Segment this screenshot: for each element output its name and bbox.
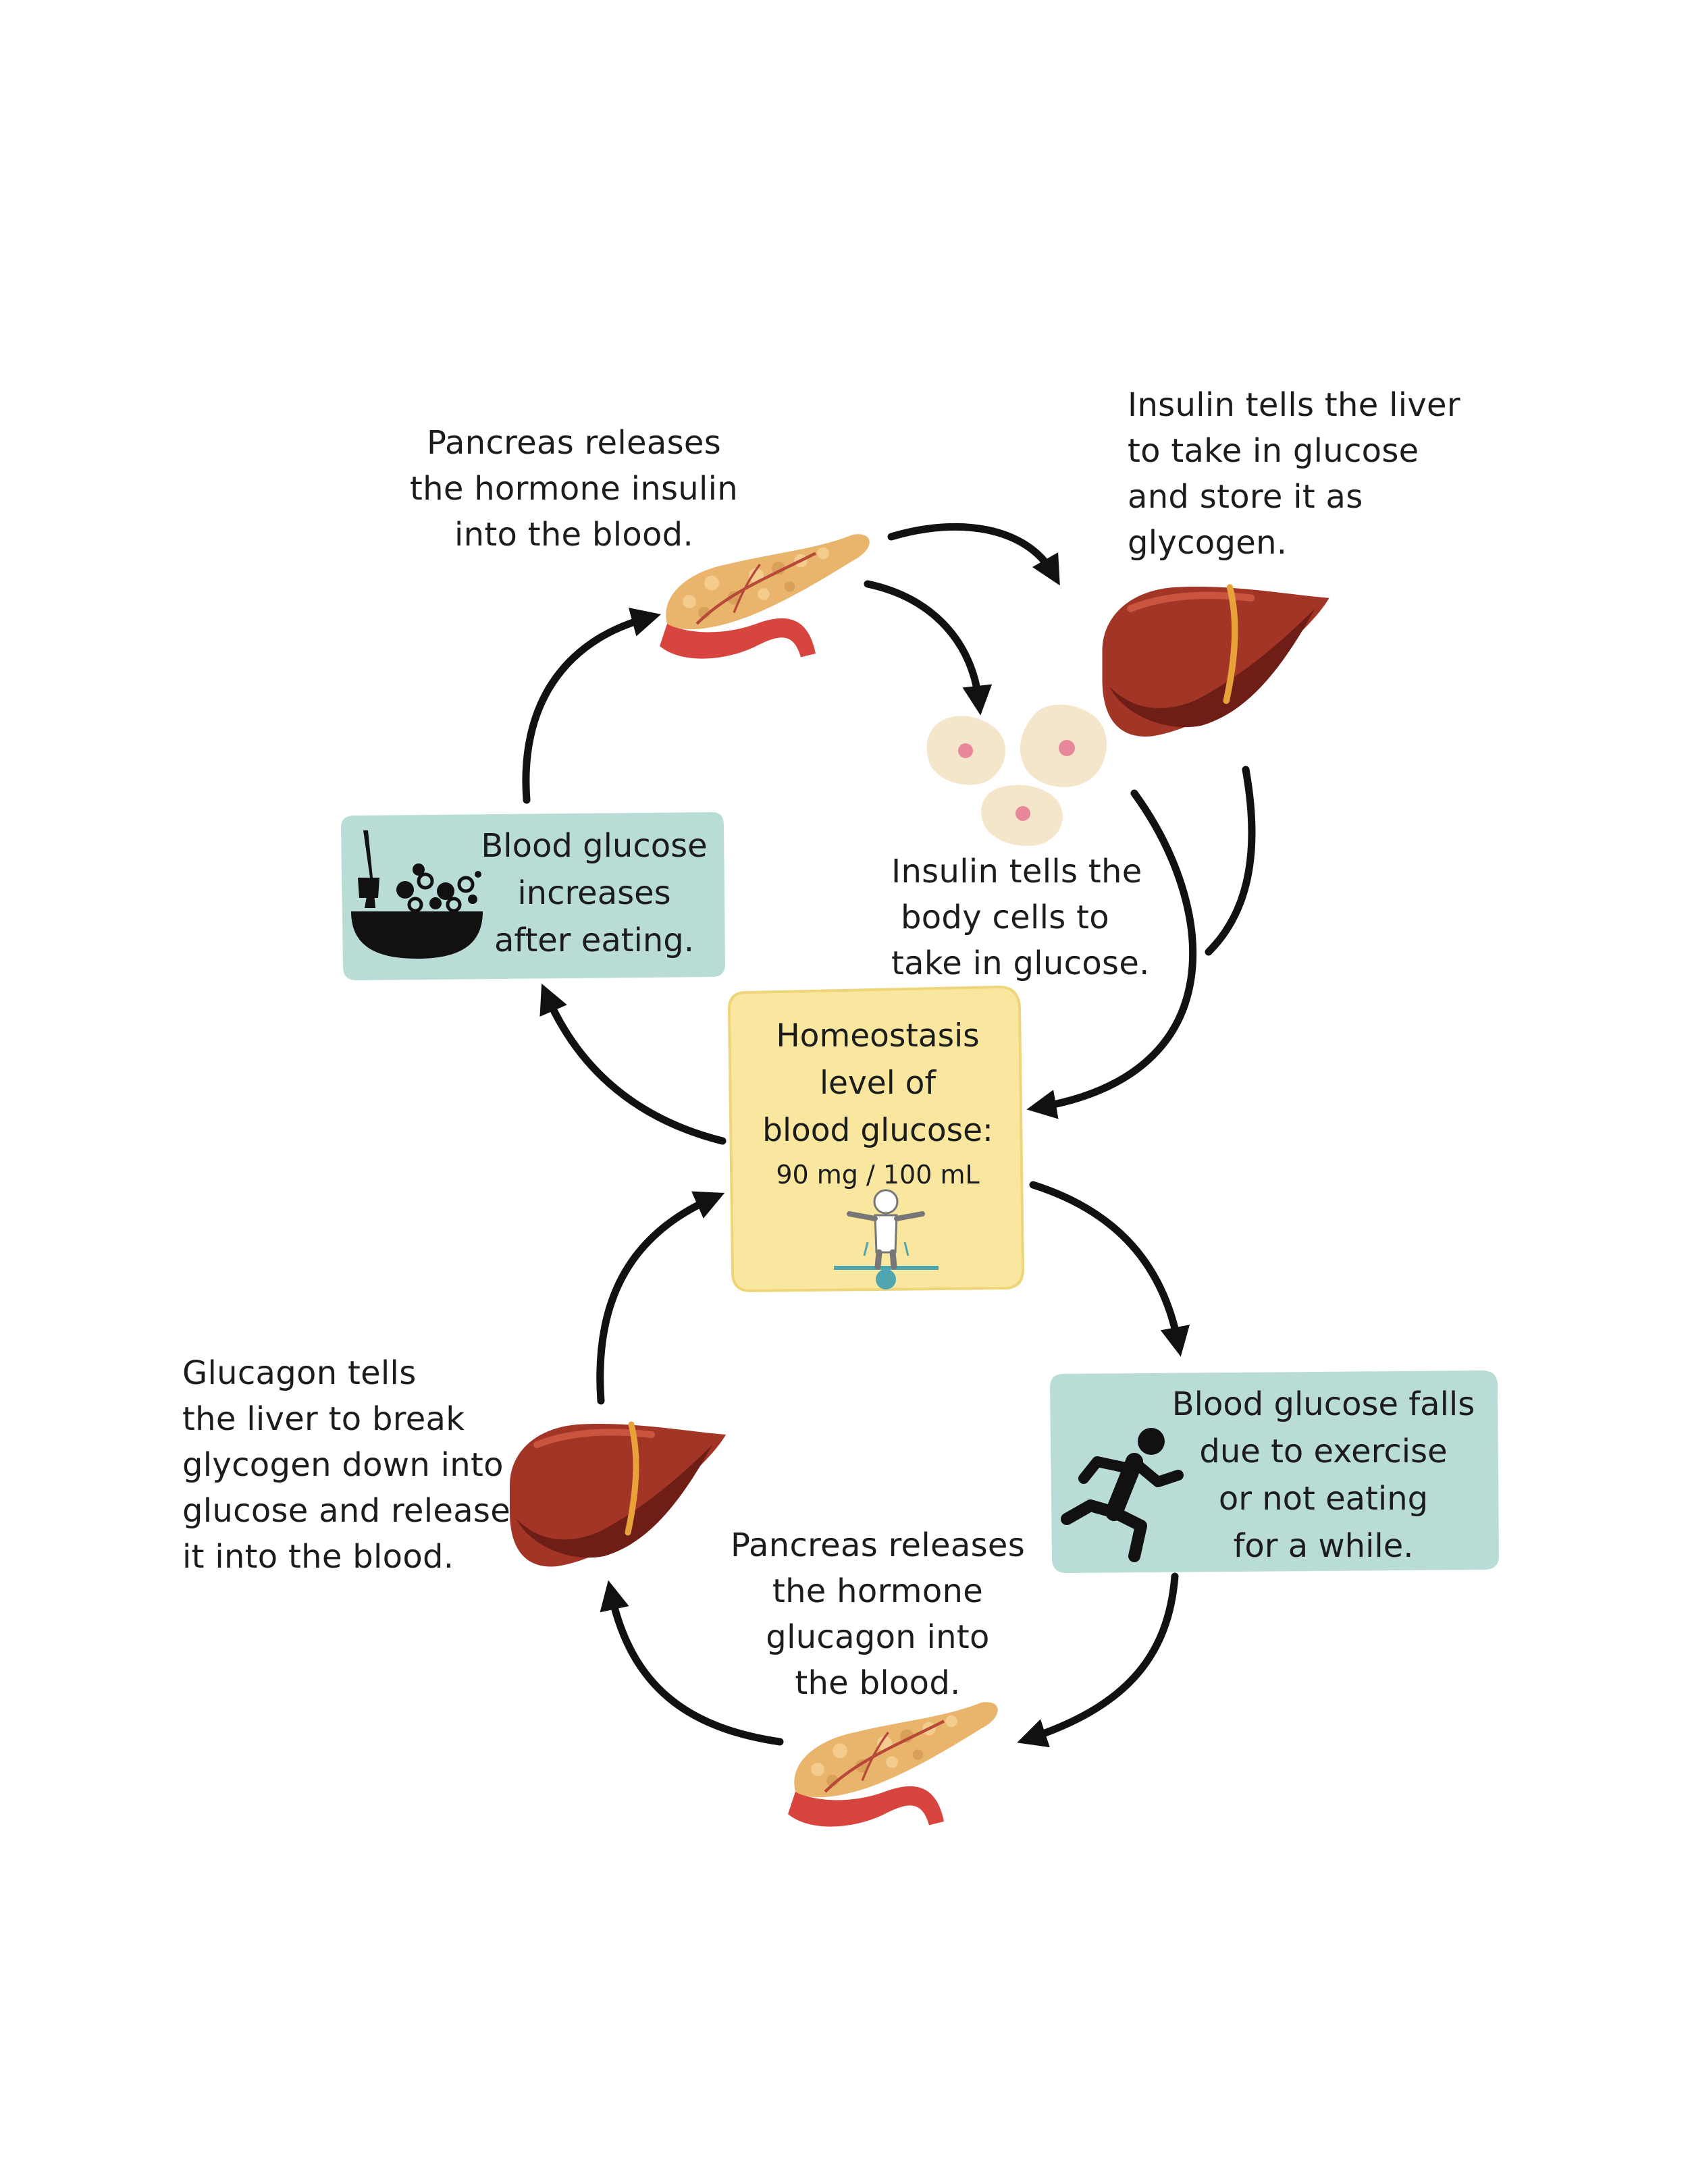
label-line: body cells to: [901, 899, 1109, 936]
label-line: the liver to break: [182, 1400, 465, 1438]
body-cell-icon: [926, 716, 1006, 785]
homeostasis-box: [727, 985, 1025, 1293]
arrow-liver-to-center-lower: [596, 1191, 725, 1405]
arrow-pancreas-to-liver-lower: [600, 1580, 784, 1746]
label-line: glucose and release: [182, 1492, 511, 1530]
arrow-center-to-exercise: [1029, 1181, 1190, 1357]
label-line: the hormone: [772, 1572, 984, 1610]
exercise-box-text: Blood glucose falls due to exercise or n…: [1161, 1381, 1485, 1570]
liver-icon: [510, 1424, 726, 1566]
arrows-layer: [522, 523, 1256, 1748]
label-line: Pancreas releases: [730, 1526, 1026, 1564]
label-line: Insulin tells the liver: [1128, 386, 1460, 424]
label-insulin-cells: Insulin tells the body cells to take in …: [891, 849, 1215, 986]
box-line: due to exercise: [1199, 1433, 1448, 1470]
arrow-cells-to-center: [1026, 789, 1197, 1119]
label-line: to take in glucose: [1128, 432, 1419, 470]
box-line: Blood glucose: [481, 827, 708, 865]
box-line: Blood glucose falls: [1171, 1385, 1475, 1423]
label-line: glycogen.: [1128, 524, 1288, 562]
homeostasis-value: 90 mg / 100 mL: [776, 1160, 980, 1190]
box-line: or not eating: [1218, 1480, 1429, 1518]
label-line: Pancreas releases: [426, 424, 722, 462]
eating-box-text: Blood glucose increases after eating.: [466, 822, 722, 964]
homeostasis-line: level of: [819, 1065, 936, 1102]
box-line: for a while.: [1233, 1527, 1414, 1565]
arrow-pancreas-to-cells: [864, 580, 993, 716]
label-line: and store it as: [1128, 478, 1363, 516]
label-line: take in glucose.: [891, 944, 1150, 982]
label-line: into the blood.: [454, 516, 693, 554]
body-cell-icon: [981, 784, 1063, 847]
homeostasis-line: Homeostasis: [776, 1017, 980, 1055]
arrow-eating-to-pancreas: [522, 608, 662, 804]
arrow-exercise-to-pancreas: [1017, 1572, 1179, 1748]
food-bowl-icon: [351, 830, 483, 959]
homeostasis-line: blood glucose:: [762, 1112, 993, 1149]
label-insulin-liver: Insulin tells the liver to take in gluco…: [1128, 382, 1506, 566]
label-glucagon-liver: Glucagon tells the liver to break glycog…: [182, 1350, 520, 1580]
label-line: glycogen down into: [182, 1446, 504, 1484]
box-line: increases: [517, 874, 671, 912]
label-line: the hormone insulin: [409, 470, 739, 508]
label-pancreas-insulin: Pancreas releases the hormone insulin in…: [378, 420, 770, 558]
label-pancreas-glucagon: Pancreas releases the hormone glucagon i…: [716, 1522, 1040, 1706]
label-line: the blood.: [795, 1664, 961, 1702]
body-cell-icon: [1020, 704, 1107, 787]
label-line: Glucagon tells: [182, 1354, 417, 1392]
balance-person-icon: [834, 1189, 939, 1289]
label-line: it into the blood.: [182, 1538, 454, 1576]
homeostasis-text: Homeostasis level of blood glucose: 90 m…: [743, 1013, 1013, 1195]
liver-icon: [1103, 587, 1329, 737]
box-line: after eating.: [494, 922, 695, 959]
label-line: Insulin tells the: [891, 853, 1142, 890]
arrow-pancreas-to-liver: [887, 523, 1060, 586]
arrow-center-to-eating: [539, 983, 727, 1145]
running-person-icon: [1061, 1428, 1184, 1562]
label-line: glucagon into: [766, 1618, 990, 1656]
pancreas-icon: [788, 1702, 998, 1826]
arrow-liver-to-center: [1205, 766, 1256, 956]
exercise-box: [1050, 1370, 1499, 1573]
